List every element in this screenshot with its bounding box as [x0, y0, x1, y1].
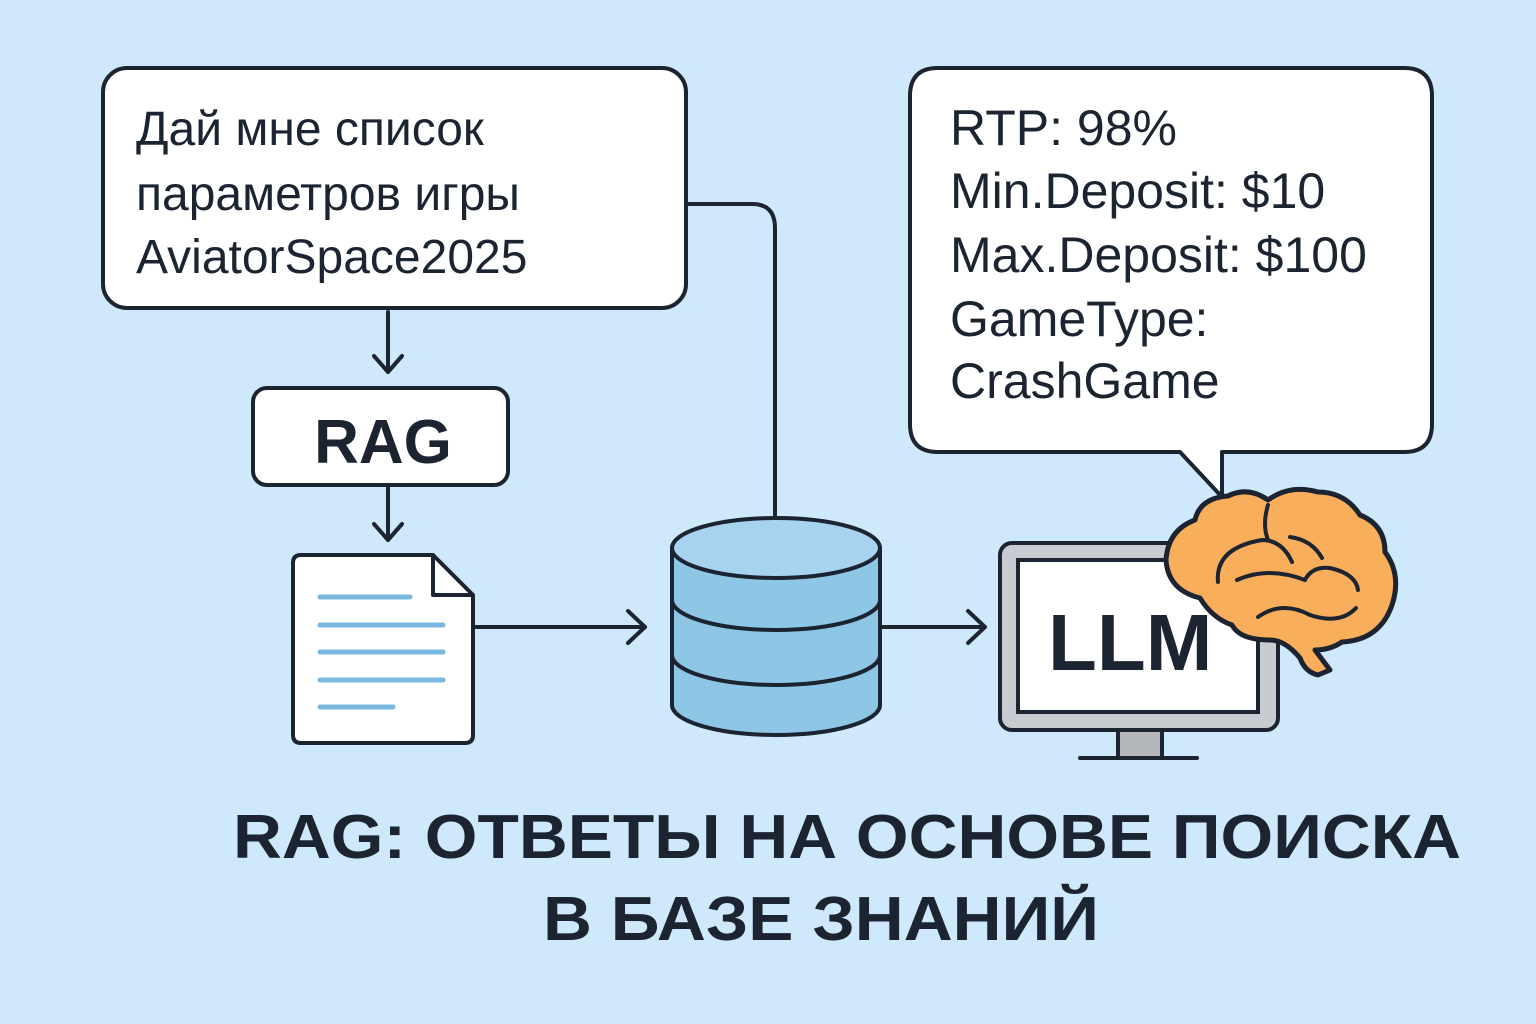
- rag-box: RAG: [251, 386, 510, 487]
- title-line-1: RAG: ОТВЕТЫ НА ОСНОВЕ ПОИСКА: [233, 803, 1461, 872]
- response-line-2: Min.Deposit: $10: [950, 163, 1325, 219]
- llm-label: LLM: [1048, 598, 1212, 687]
- document-icon: [291, 553, 475, 745]
- response-line-1: RTP: 98%: [950, 100, 1177, 156]
- query-line-1: Дай мне список: [136, 103, 485, 156]
- arrow-down-icon: [372, 486, 404, 542]
- arrow-right-icon: [474, 609, 647, 645]
- query-to-database-connector: [686, 202, 777, 517]
- arrow-down-icon: [372, 310, 404, 374]
- response-line-4: GameType:: [950, 291, 1208, 347]
- query-line-2: параметров игры: [136, 168, 520, 221]
- title-line-2: В БАЗЕ ЗНАНИЙ: [543, 884, 1099, 954]
- database-icon: [670, 516, 882, 737]
- response-line-3: Max.Deposit: $100: [950, 227, 1367, 283]
- query-bubble: Дай мне список параметров игры AviatorSp…: [101, 66, 688, 310]
- response-bubble: RTP: 98% Min.Deposit: $10 Max.Deposit: $…: [908, 66, 1434, 499]
- arrow-right-icon: [880, 609, 987, 645]
- response-line-5: CrashGame: [950, 353, 1220, 409]
- brain-icon: [1163, 486, 1399, 678]
- rag-label: RAG: [314, 408, 452, 477]
- query-line-3: AviatorSpace2025: [136, 231, 527, 284]
